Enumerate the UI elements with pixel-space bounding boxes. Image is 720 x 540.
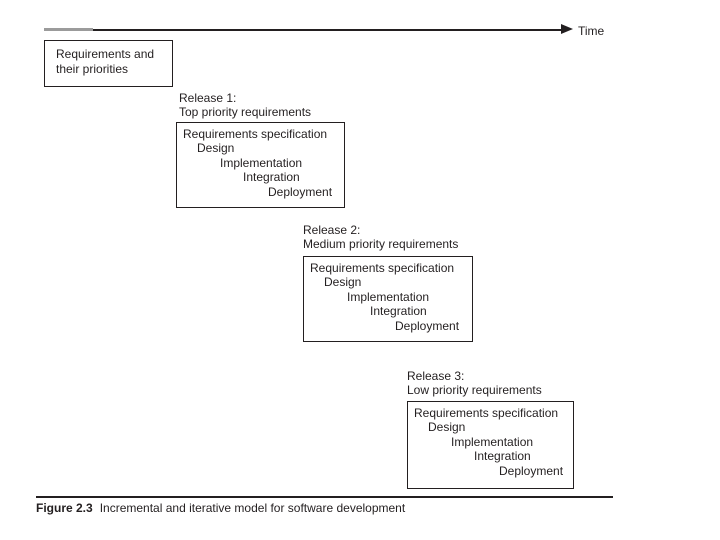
release-1-phase-design: Design [197,141,235,155]
release-2-title: Release 2: [303,222,361,237]
figure-caption-text: Incremental and iterative model for soft… [99,500,406,515]
release-3-subtitle: Low priority requirements [407,382,542,397]
release-3-model-box: Requirements specification Design Implem… [407,400,574,489]
release-2-model-box: Requirements specification Design Implem… [303,255,473,342]
release-3-phase-deployment: Deployment [499,463,564,478]
release-1-phase-integration: Integration [243,170,300,184]
release-3-phase-requirements-specification: Requirements specification [414,405,559,420]
caption-divider [36,496,613,498]
release-2-subtitle: Medium priority requirements [303,236,459,251]
release-3-phase-implementation: Implementation [451,434,534,449]
time-axis-line [44,29,564,31]
release-1-model-box: Requirements specification Design Implem… [176,121,345,208]
figure-caption: Figure 2.3 Incremental and iterative mode… [36,501,405,516]
release-2-phase-integration: Integration [370,304,427,318]
release-1-title: Release 1: [179,90,237,105]
release-1-phase-implementation: Implementation [220,155,303,170]
figure-caption-number: Figure 2.3 [36,500,93,515]
time-axis-arrowhead-icon [561,24,573,35]
release-3-title: Release 3: [407,368,465,383]
release-1-phase-deployment: Deployment [268,184,333,199]
release-2-phase-implementation: Implementation [347,289,430,304]
release-2-phase-requirements-specification: Requirements specification [310,260,455,275]
release-3-label: Release 3: Low priority requirements [407,369,542,398]
release-2-phase-design: Design [324,275,362,289]
time-axis-label: Time [578,23,605,38]
release-2-label: Release 2: Medium priority requirements [303,223,458,252]
release-1-phase-requirements-specification: Requirements specification [183,126,328,141]
release-1-subtitle: Top priority requirements [179,104,312,119]
requirements-priorities-box: Requirements and their priorities [44,40,173,87]
release-1-label: Release 1: Top priority requirements [179,91,311,120]
time-axis-line-gray-segment [44,28,93,31]
intro-box-line-2: their priorities [56,61,129,76]
release-3-phase-integration: Integration [474,449,531,463]
release-2-phase-deployment: Deployment [395,318,460,333]
intro-box-line-1: Requirements and [56,47,155,61]
release-3-phase-design: Design [428,420,466,434]
